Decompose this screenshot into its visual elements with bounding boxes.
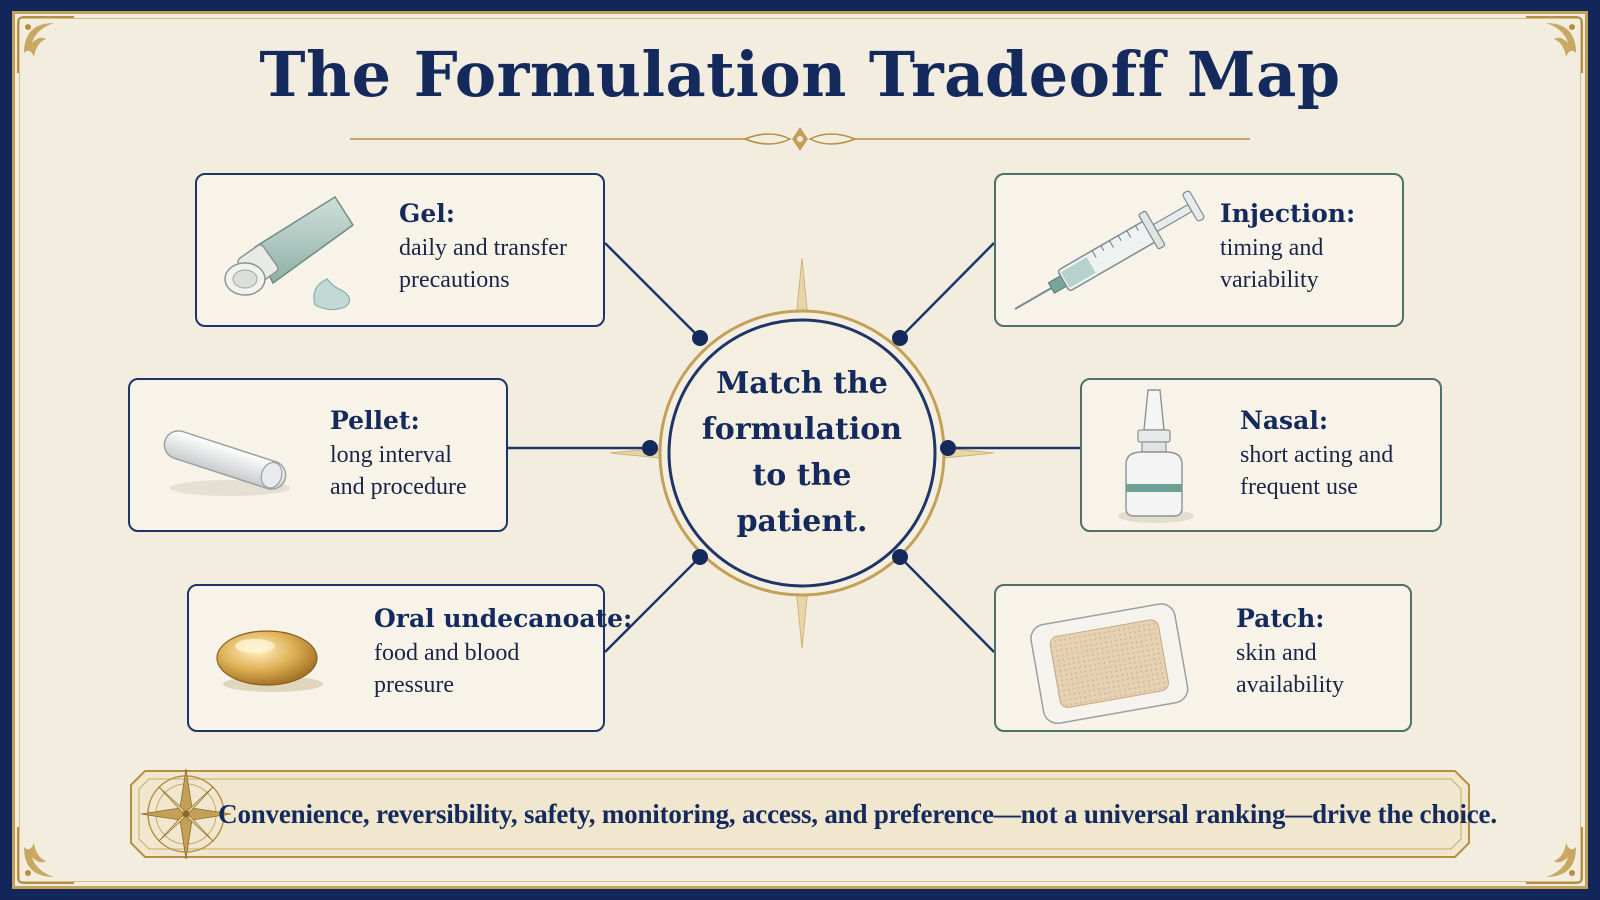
center-inner-ring xyxy=(667,318,937,588)
connector-patch xyxy=(899,556,995,653)
card-label: Patch: xyxy=(1236,604,1325,633)
card-injection: Injection: timing and variability xyxy=(994,173,1404,327)
center-message: Match the formulation to the patient. xyxy=(701,366,903,539)
card-description: long interval and procedure xyxy=(330,442,467,500)
card-label: Pellet: xyxy=(330,406,420,435)
capsule-icon xyxy=(216,630,323,692)
compass-rose-icon xyxy=(140,768,232,860)
center-node: Match the formulation to the patient. xyxy=(665,316,939,590)
corner-ornament-bottom-right-icon xyxy=(1526,827,1583,884)
card-label: Nasal: xyxy=(1240,406,1329,435)
card-description: timing and variability xyxy=(1220,235,1324,293)
syringe-icon xyxy=(1014,190,1205,310)
card-pellet: Pellet: long interval and procedure xyxy=(128,378,508,532)
pellet-icon xyxy=(163,430,290,496)
card-description: food and blood pressure xyxy=(374,640,520,698)
connector-gel xyxy=(604,242,701,339)
card-gel: Gel: daily and transfer precautions xyxy=(195,173,605,327)
card-description: skin and availability xyxy=(1236,640,1344,698)
card-label: Oral undecanoate: xyxy=(374,604,633,633)
corner-ornament-bottom-left-icon xyxy=(17,827,74,884)
gel-tube-icon xyxy=(224,195,355,311)
patch-icon xyxy=(1030,603,1189,724)
corner-ornament-top-right-icon xyxy=(1526,16,1583,73)
banner-frame xyxy=(130,770,1470,858)
card-nasal: Nasal: short acting and frequent use xyxy=(1080,378,1442,532)
card-oral: Oral undecanoate: food and blood pressur… xyxy=(187,584,632,732)
footer-banner: Convenience, reversibility, safety, moni… xyxy=(125,765,1497,863)
corner-ornament-top-left-icon xyxy=(17,16,74,73)
card-label: Injection: xyxy=(1220,199,1356,228)
card-description: short acting and frequent use xyxy=(1240,442,1394,500)
card-description: daily and transfer precautions xyxy=(399,235,567,293)
connector-injection xyxy=(899,242,995,339)
connector-oral xyxy=(604,556,701,653)
footer-message: Convenience, reversibility, safety, moni… xyxy=(218,798,1497,829)
card-label: Gel: xyxy=(399,199,455,228)
title-divider-ornament-icon xyxy=(350,127,1250,151)
card-patch: Patch: skin and availability xyxy=(994,584,1412,732)
page-title: The Formulation Tradeoff Map xyxy=(259,38,1341,111)
nasal-spray-icon xyxy=(1118,389,1194,523)
